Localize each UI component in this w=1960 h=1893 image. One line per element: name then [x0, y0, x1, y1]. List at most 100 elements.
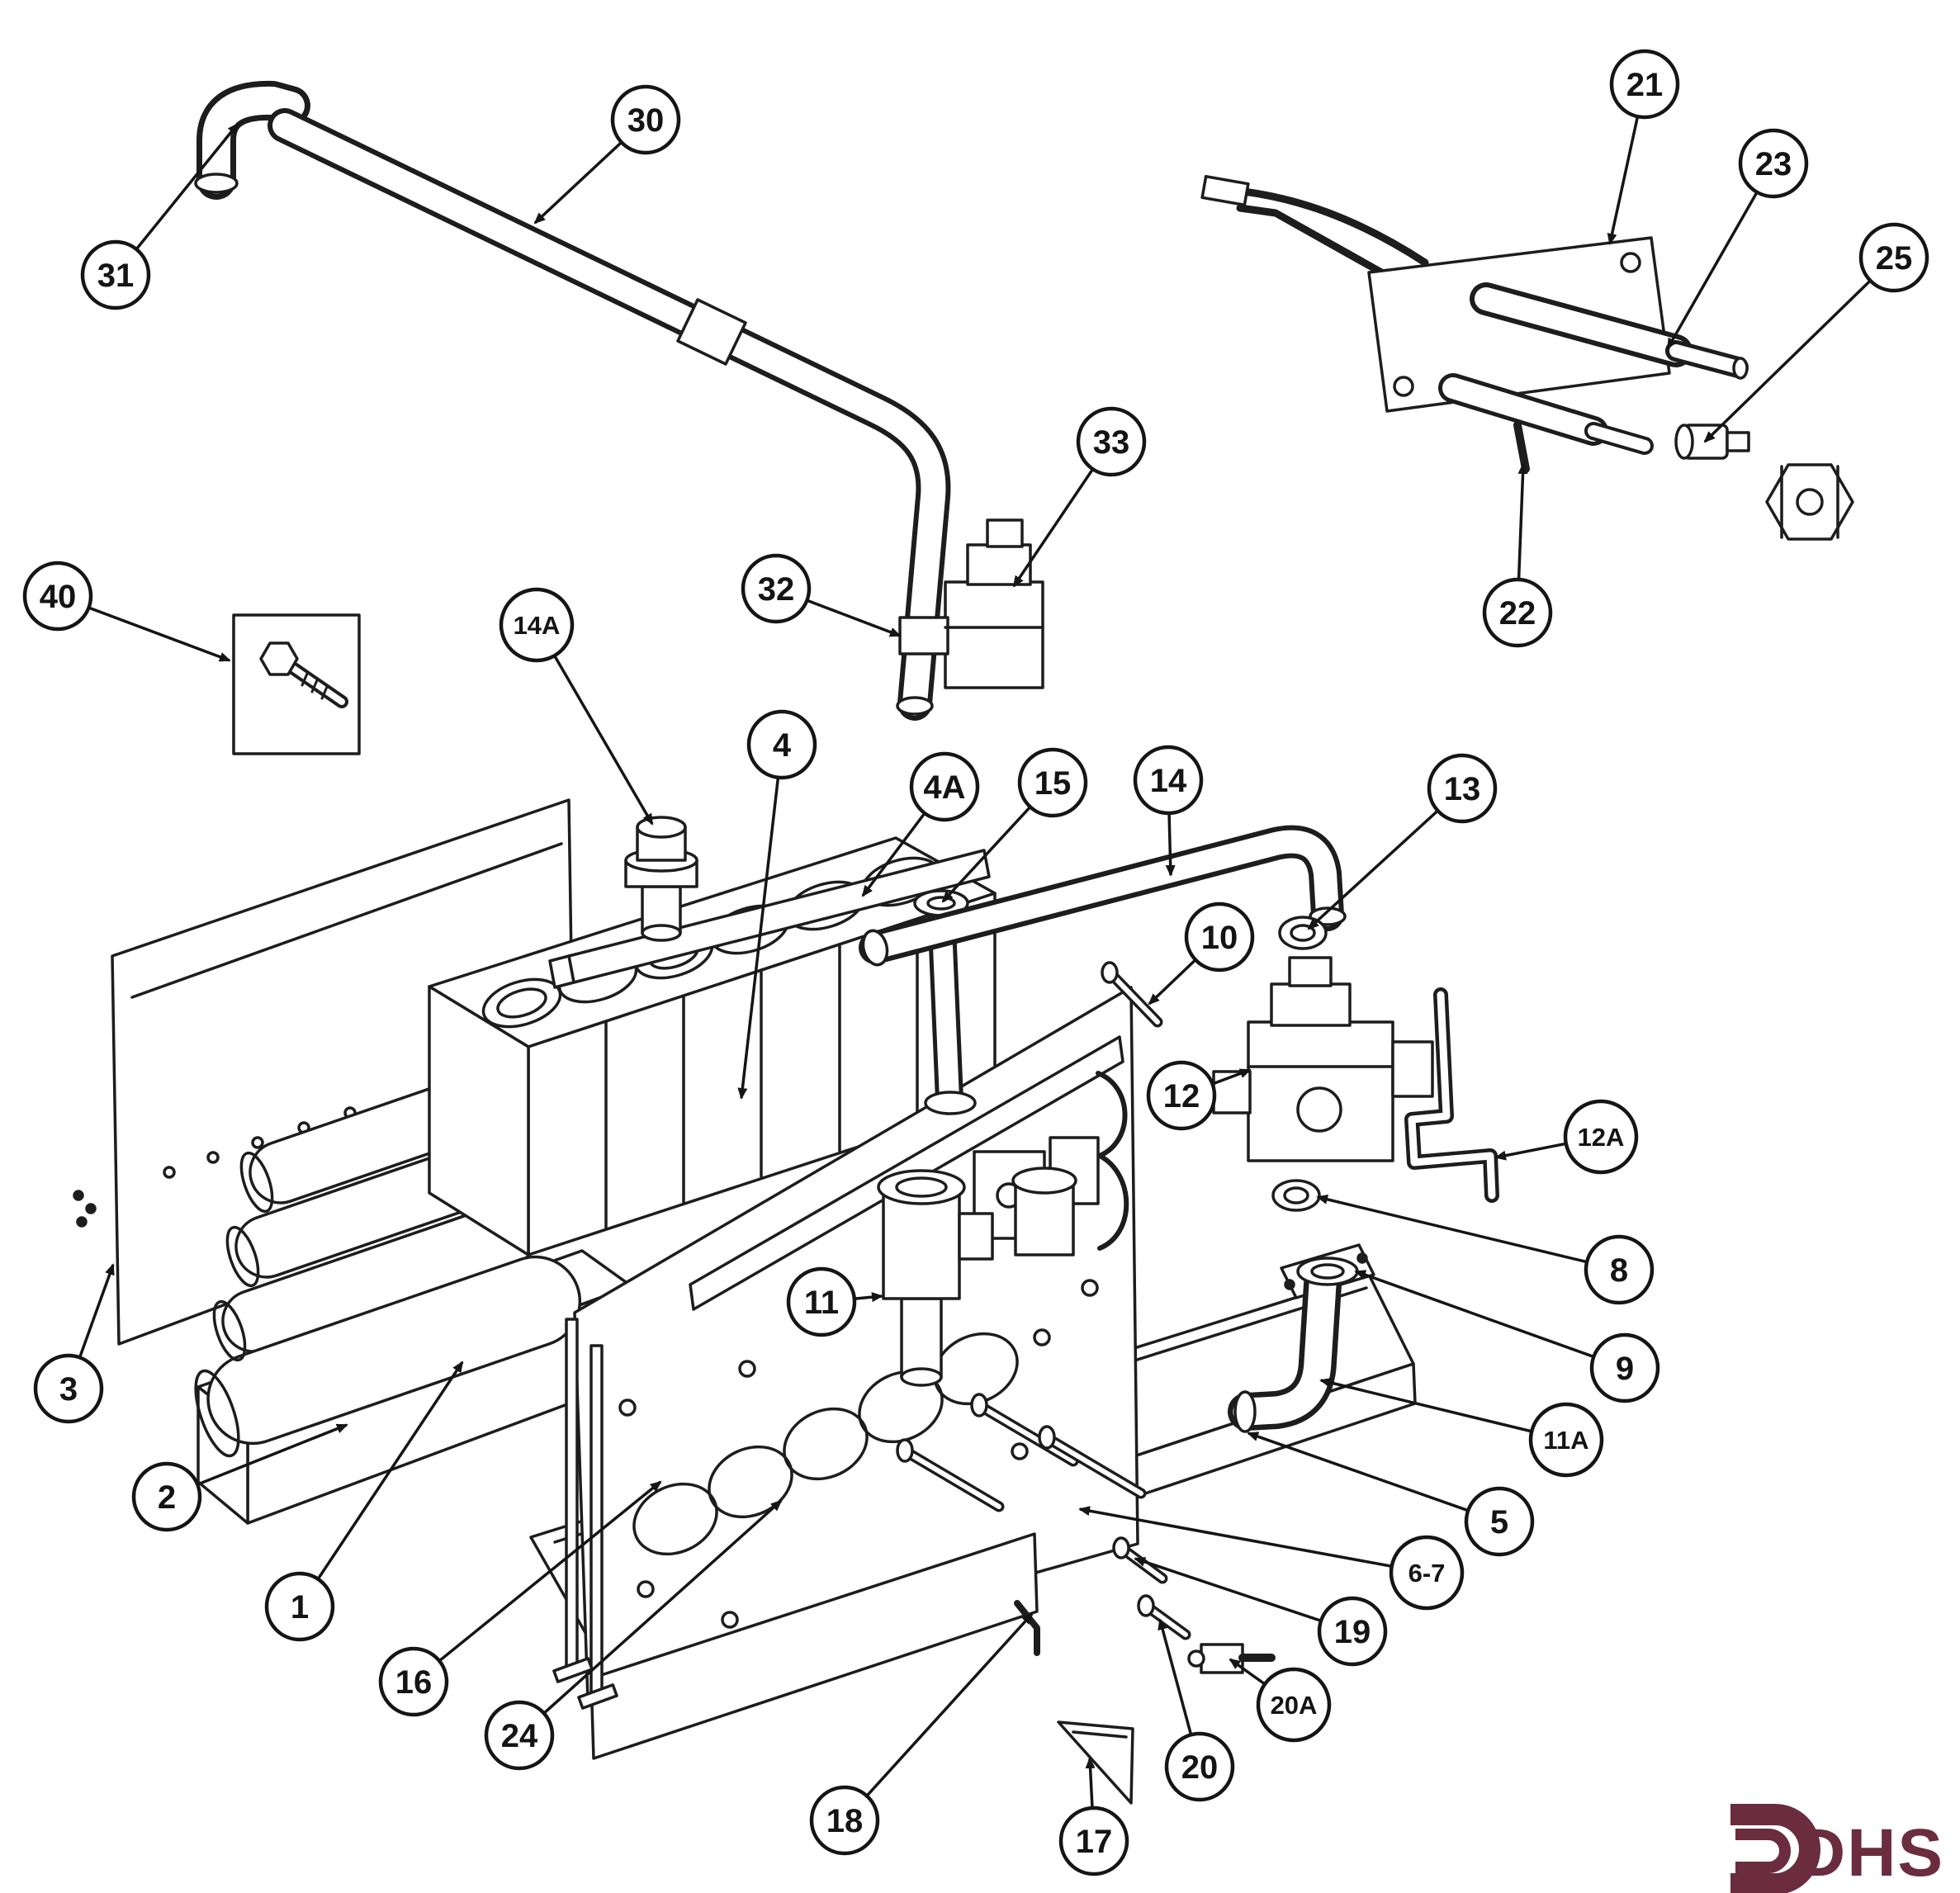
callout-40[interactable]: 40 — [22, 561, 231, 662]
callout-balloon[interactable] — [1317, 1596, 1388, 1667]
callout-12[interactable]: 12 — [1146, 1060, 1252, 1131]
callout-30[interactable]: 30 — [533, 84, 681, 225]
callout-4A[interactable]: 4A — [861, 751, 980, 897]
callout-22[interactable]: 22 — [1482, 462, 1553, 648]
callout-number: 30 — [627, 102, 665, 139]
logo-text: DHS — [1797, 1815, 1944, 1891]
callout-18[interactable]: 18 — [809, 1612, 1034, 1856]
callout-balloon[interactable] — [1589, 1332, 1660, 1403]
callout-balloon[interactable] — [1464, 1486, 1535, 1557]
callout-balloon[interactable] — [1076, 406, 1147, 477]
callout-balloon[interactable] — [786, 1266, 857, 1337]
leader-line — [1316, 1194, 1620, 1271]
callout-number: 20A — [1271, 1691, 1318, 1720]
callout-2[interactable]: 2 — [131, 1423, 348, 1532]
callout-balloon[interactable] — [1017, 747, 1088, 818]
callout-14A[interactable]: 14A — [499, 587, 654, 826]
leader-line — [737, 744, 784, 1100]
leader-line — [1703, 256, 1896, 443]
callout-balloon[interactable] — [1146, 1060, 1217, 1131]
callout-balloon[interactable] — [1858, 222, 1929, 293]
callout-5[interactable]: 5 — [1247, 1432, 1535, 1557]
callout-10[interactable]: 10 — [1148, 902, 1255, 1006]
callout-balloon[interactable] — [1482, 577, 1553, 648]
callout-number: 1 — [291, 1589, 309, 1626]
callout-balloon[interactable] — [741, 553, 812, 624]
callout-number: 13 — [1444, 771, 1481, 807]
callout-11A[interactable]: 11A — [1319, 1377, 1604, 1478]
callout-balloon[interactable] — [1184, 902, 1255, 973]
leader-line — [843, 1612, 1034, 1822]
callout-20A[interactable]: 20A — [1229, 1658, 1332, 1743]
callout-14[interactable]: 14 — [1133, 745, 1204, 877]
callout-balloon[interactable] — [131, 1461, 202, 1532]
callout-balloon[interactable] — [1528, 1402, 1604, 1478]
fasteners — [896, 961, 1276, 1674]
callout-balloon[interactable] — [610, 84, 681, 155]
callout-balloon[interactable] — [378, 1646, 449, 1717]
callout-16[interactable]: 16 — [378, 1480, 662, 1717]
callout-9[interactable]: 9 — [1354, 1270, 1660, 1403]
callout-32[interactable]: 32 — [741, 553, 902, 637]
callout-20[interactable]: 20 — [1158, 1618, 1235, 1802]
callout-balloon[interactable] — [22, 561, 93, 632]
callout-balloon[interactable] — [499, 587, 575, 663]
mixer-assembly — [877, 1167, 1077, 1387]
callout-number: 4A — [923, 769, 965, 806]
supply-pipe — [194, 80, 951, 721]
callout-11[interactable]: 11 — [786, 1266, 883, 1337]
callout-number: 10 — [1201, 920, 1238, 956]
callout-number: 31 — [97, 258, 135, 294]
callout-balloon[interactable] — [1389, 1535, 1465, 1611]
callout-25[interactable]: 25 — [1703, 222, 1929, 443]
callout-33[interactable]: 33 — [1012, 406, 1147, 588]
diagram-drawing — [73, 80, 1854, 1805]
callout-balloon[interactable] — [1427, 753, 1498, 824]
callout-24[interactable]: 24 — [484, 1499, 783, 1771]
callout-balloon[interactable] — [1609, 49, 1680, 120]
callout-8[interactable]: 8 — [1316, 1194, 1655, 1305]
callout-balloon[interactable] — [484, 1700, 555, 1771]
callout-balloon[interactable] — [80, 239, 151, 310]
callout-number: 15 — [1034, 765, 1072, 802]
callout-number: 3 — [59, 1371, 78, 1408]
callout-23[interactable]: 23 — [1666, 128, 1809, 350]
callout-13[interactable]: 13 — [1307, 753, 1498, 930]
callout-balloon[interactable] — [1058, 1805, 1129, 1876]
callout-6-7[interactable]: 6-7 — [1078, 1506, 1465, 1611]
callout-21[interactable]: 21 — [1607, 49, 1680, 245]
callout-12A[interactable]: 12A — [1494, 1099, 1639, 1175]
callout-number: 18 — [826, 1803, 864, 1839]
callout-balloon[interactable] — [1584, 1234, 1655, 1305]
callout-number: 6-7 — [1408, 1559, 1446, 1588]
callout-balloon[interactable] — [809, 1785, 880, 1856]
callout-3[interactable]: 3 — [33, 1263, 115, 1424]
leader-line — [1134, 1557, 1353, 1633]
callout-number: 14 — [1150, 763, 1187, 799]
logo-mark-inner-icon — [1735, 1829, 1791, 1873]
outlet-elbow — [1228, 1243, 1375, 1433]
callout-4[interactable]: 4 — [737, 709, 817, 1100]
manifold-assembly — [548, 849, 991, 1115]
callout-balloon[interactable] — [1256, 1667, 1332, 1743]
callout-balloon[interactable] — [33, 1353, 104, 1424]
callout-balloon[interactable] — [1164, 1731, 1235, 1802]
callout-number: 4 — [773, 727, 792, 764]
callout-17[interactable]: 17 — [1058, 1757, 1129, 1876]
callout-19[interactable]: 19 — [1134, 1557, 1388, 1667]
callout-balloon[interactable] — [1738, 128, 1809, 199]
callout-number: 21 — [1626, 67, 1664, 103]
callout-31[interactable]: 31 — [80, 122, 239, 310]
logo-mark-outer-icon — [1730, 1804, 1820, 1893]
callout-1[interactable]: 1 — [264, 1361, 464, 1642]
callout-balloon[interactable] — [1563, 1099, 1639, 1175]
callout-balloon[interactable] — [909, 751, 980, 822]
callout-balloon[interactable] — [746, 709, 817, 780]
callout-15[interactable]: 15 — [941, 747, 1088, 903]
callout-balloon[interactable] — [1133, 745, 1204, 816]
callout-number: 40 — [40, 579, 77, 615]
callout-balloon[interactable] — [264, 1571, 335, 1642]
o-ring — [1271, 1179, 1321, 1212]
